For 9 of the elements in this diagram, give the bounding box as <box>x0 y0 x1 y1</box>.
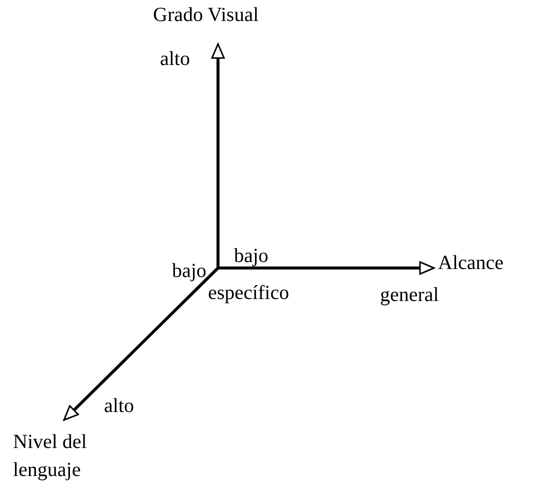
axis-label: Alcance <box>438 251 504 276</box>
axis-label: bajo <box>172 259 206 284</box>
axis-label: alto <box>160 47 190 72</box>
axis-label: específico <box>208 281 290 306</box>
axis-label: Grado Visual <box>153 3 259 28</box>
axis-label: Nivel del lenguaje <box>13 430 88 483</box>
axis-label: general <box>380 283 439 308</box>
axis-label: alto <box>104 394 134 419</box>
axis-label: bajo <box>234 244 268 269</box>
